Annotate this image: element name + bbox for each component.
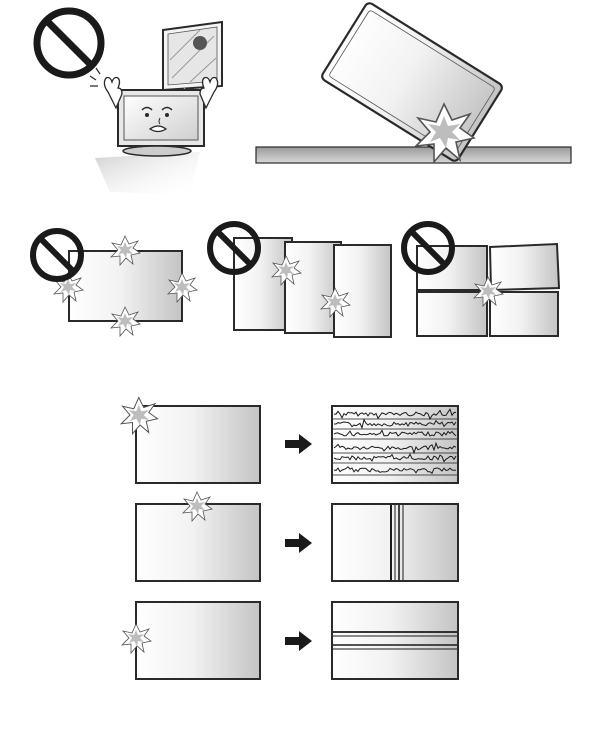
no-direct-sunlight-illustration <box>33 7 223 195</box>
noise-trace <box>333 429 457 437</box>
no-edge-impact-illustration <box>30 228 198 337</box>
tv-with-face <box>89 67 219 157</box>
damage-result-horizontal-lines <box>121 601 459 680</box>
noise-trace <box>333 408 457 421</box>
no-dropping-on-corner-illustration <box>255 2 572 164</box>
falling-panel <box>321 2 503 162</box>
prohibition-icon <box>401 221 455 275</box>
floor <box>255 146 572 164</box>
floor-shadow <box>95 152 200 195</box>
sun-icon <box>193 36 207 50</box>
noise-trace <box>333 466 456 475</box>
arrow-right-icon <box>285 533 312 553</box>
noise-trace <box>333 441 457 455</box>
arrow-right-icon <box>285 434 312 454</box>
arrow-right-icon <box>285 631 312 651</box>
noise-lines <box>333 408 457 476</box>
damage-result-noise <box>120 396 459 484</box>
no-panel-collision-illustration <box>401 221 561 337</box>
damage-result-vertical-lines <box>135 491 459 582</box>
noise-trace <box>333 453 457 463</box>
prohibition-icon <box>33 7 105 79</box>
prohibition-icon <box>207 221 261 275</box>
noise-trace <box>334 418 457 430</box>
prohibition-icon <box>30 228 84 282</box>
no-overlapping-panels-illustration <box>207 221 392 338</box>
